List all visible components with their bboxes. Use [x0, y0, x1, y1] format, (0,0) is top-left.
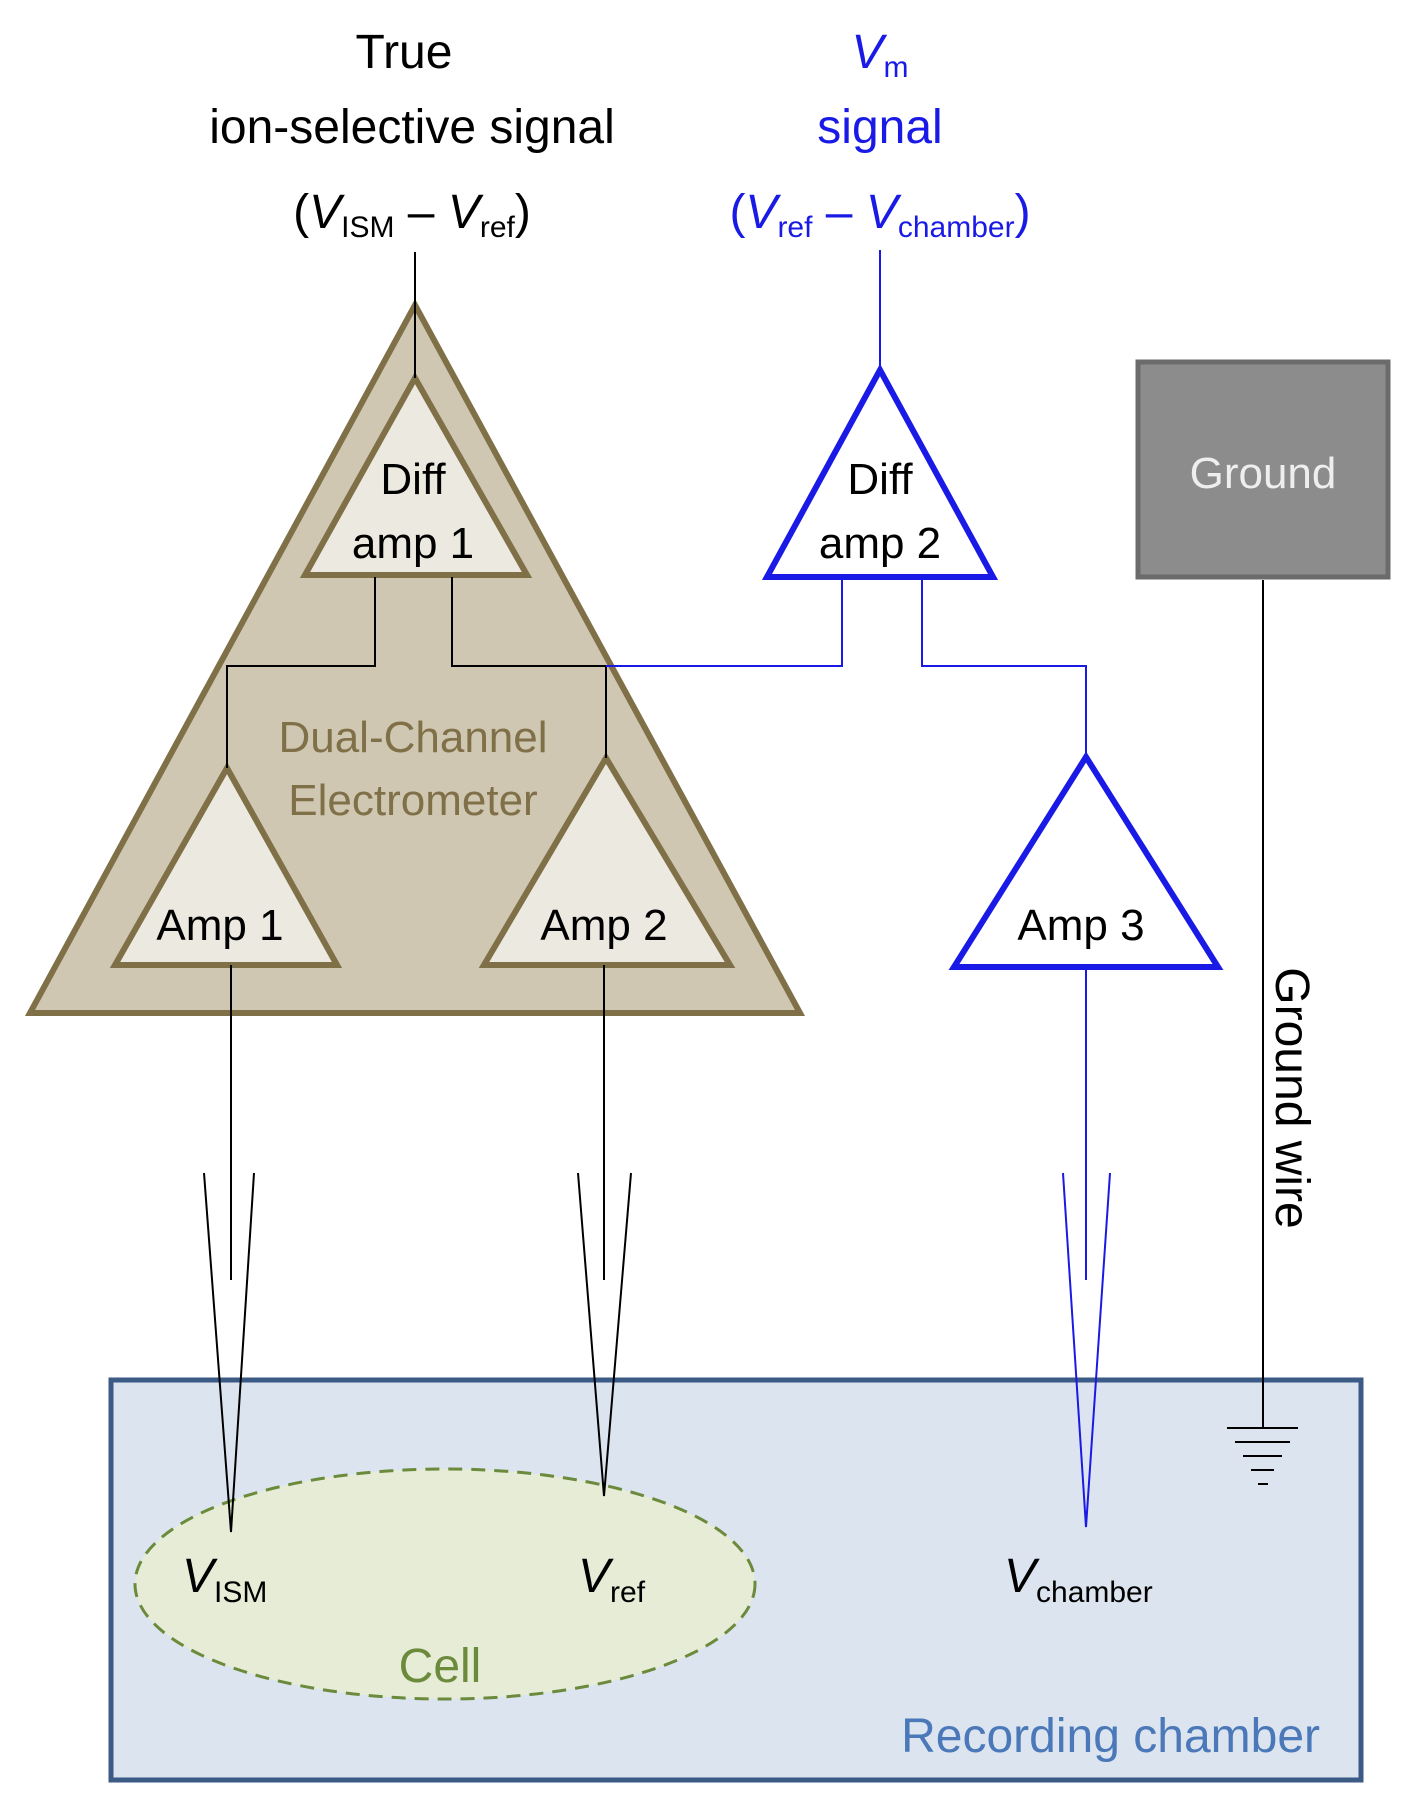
diff-amp-1-right-input-wire: [451, 577, 607, 758]
vm-signal-symbol: Vm: [851, 26, 908, 84]
diff-amp-2-label-line2: amp 2: [819, 519, 941, 568]
electrometer-label-line1: Dual-Channel: [278, 713, 547, 762]
diff-amp-2-right-input-wire: [921, 577, 1087, 757]
cell-label: Cell: [399, 1640, 482, 1693]
diff-amp-1-label-line2: amp 1: [352, 519, 474, 568]
diff-amp-1: [299, 371, 533, 578]
recording-chamber-label: Recording chamber: [901, 1710, 1320, 1763]
diff-amp-1-left-input-wire: [226, 577, 376, 768]
true-signal-line1: True: [356, 26, 453, 79]
electrode-label-ref: Vref: [578, 1550, 646, 1609]
blue-wires: [606, 250, 1111, 1528]
ref-electrode: [577, 1172, 632, 1497]
amp-3-label: Amp 3: [1017, 901, 1144, 950]
diff-amp-2: [761, 363, 999, 580]
amp-2: [478, 752, 736, 968]
cell: [133, 1467, 757, 1701]
electrometer-label-line2: Electrometer: [288, 776, 537, 825]
chamber-electrode: [1062, 1172, 1111, 1528]
vm-signal-line2: signal: [817, 101, 942, 154]
ground-wire-label: Ground wire: [1265, 967, 1318, 1228]
diff-amp-2-label-line1: Diff: [847, 455, 913, 504]
electrode-label-ism: VISM: [182, 1550, 267, 1609]
electrode-label-chamber: Vchamber: [1004, 1550, 1153, 1609]
diff-amp-2-left-input-wire: [606, 577, 843, 667]
true-signal-line2: ion-selective signal: [209, 101, 615, 154]
ground-box: [1135, 359, 1391, 580]
amp-1: [109, 761, 343, 968]
diff-amp-1-label-line1: Diff: [380, 455, 446, 504]
ground-box-label: Ground: [1190, 449, 1337, 498]
amp-2-label: Amp 2: [540, 901, 667, 950]
black-wires: [226, 252, 1264, 1428]
amp-1-label: Amp 1: [156, 901, 283, 950]
vm-signal-formula: (Vref – Vchamber): [729, 186, 1030, 244]
ism-electrode: [203, 1172, 255, 1533]
true-signal-formula: (VISM – Vref): [293, 186, 531, 244]
ground-symbol: [1227, 1427, 1298, 1485]
black-electrodes: [203, 1172, 632, 1533]
